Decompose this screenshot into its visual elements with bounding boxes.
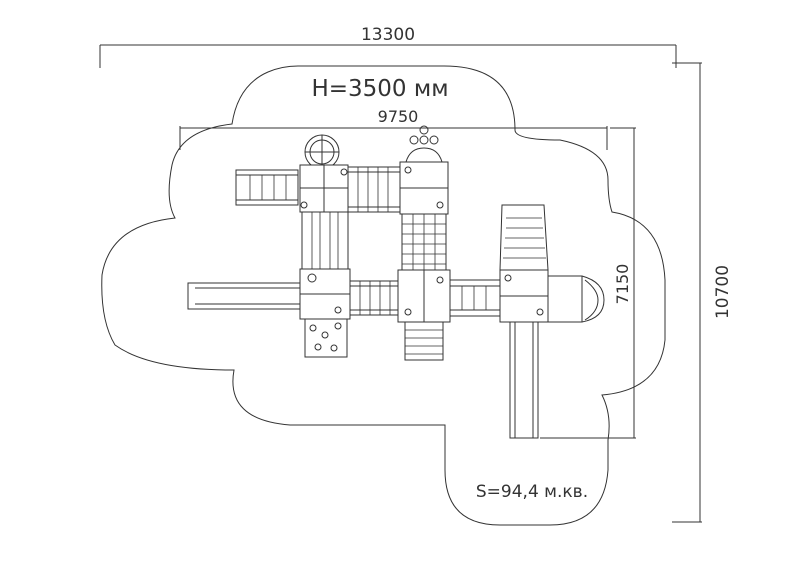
structure-height-dimension: 7150 (540, 127, 636, 439)
right-roof-cap (547, 275, 605, 323)
middle-climbing-net (401, 213, 447, 271)
overall-width-dimension: 13300 (99, 25, 677, 68)
safety-zone-outline (101, 65, 666, 526)
tunnel-bridge (449, 279, 501, 317)
middle-bridge (349, 280, 401, 316)
tower-bottom-left (299, 268, 351, 320)
top-bridge (347, 166, 401, 213)
height-label: H=3500 мм (311, 76, 448, 102)
structure-width-dimension: 9750 (179, 107, 608, 150)
steering-wheel (304, 134, 340, 170)
middle-staircase (404, 321, 444, 361)
area-label: S=94,4 м.кв. (476, 482, 588, 502)
tower-top-left (299, 164, 349, 213)
flower-ornament (405, 125, 443, 163)
tower-bottom-middle (397, 269, 451, 323)
rock-climbing-wall (304, 318, 348, 358)
tower-right (499, 269, 549, 323)
left-vertical-climber (301, 211, 349, 270)
overall-width-label: 13300 (361, 25, 415, 45)
structure-width-label: 9750 (378, 107, 419, 126)
right-staircase (499, 204, 549, 271)
overall-height-label: 10700 (713, 265, 733, 319)
left-rope-bridge (235, 169, 299, 206)
tower-top-right (399, 161, 449, 215)
structure-height-label: 7150 (613, 264, 632, 305)
left-slide (187, 282, 301, 310)
overall-height-dimension: 10700 (672, 62, 733, 523)
right-long-slide (509, 321, 539, 439)
